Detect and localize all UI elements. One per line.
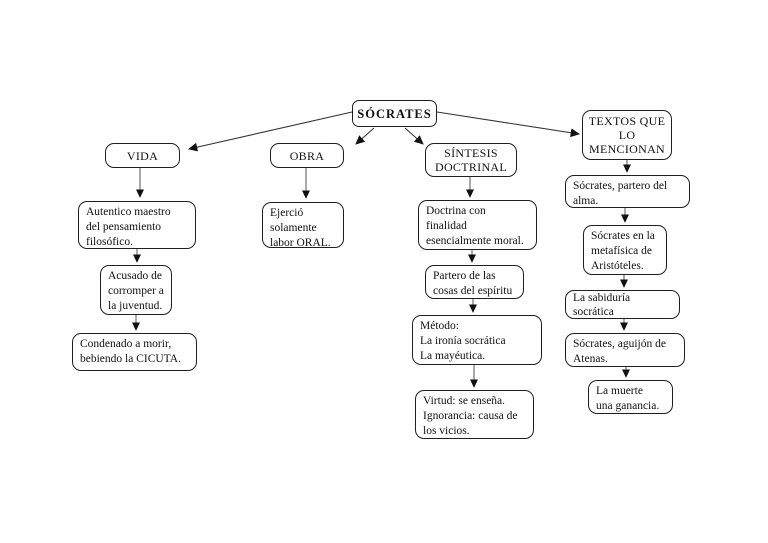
- node-label: Acusado de corromper a la juventud.: [108, 270, 164, 312]
- node-partero-espiritu: Partero de las cosas del espíritu: [425, 265, 524, 299]
- node-metodo-ironia-mayeutica: Método: La ironía socrática La mayéutica…: [412, 315, 542, 365]
- node-label: Autentico maestro del pensamiento filosó…: [86, 206, 171, 248]
- node-muerte-ganancia: La muerte una ganancia.: [588, 380, 673, 414]
- node-label: Doctrina con finalidad esencialmente mor…: [426, 205, 524, 247]
- node-label: Método: La ironía socrática La mayéutica…: [420, 320, 506, 362]
- node-label: VIDA: [126, 148, 159, 163]
- node-doctrina-moral: Doctrina con finalidad esencialmente mor…: [418, 200, 537, 250]
- arrow-socrates-to-obra: [355, 127, 375, 145]
- node-acusado-corromper: Acusado de corromper a la juventud.: [100, 265, 172, 315]
- node-label: Partero de las cosas del espíritu: [433, 270, 513, 297]
- node-label: SÓCRATES: [357, 106, 432, 121]
- node-label: Ejerció solamente labor ORAL.: [270, 207, 331, 249]
- node-label: SÍNTESIS DOCTRINAL: [434, 146, 508, 174]
- arrow-socrates-to-textos: [436, 111, 580, 138]
- node-vida: VIDA: [105, 143, 180, 168]
- node-socrates: SÓCRATES: [352, 100, 437, 127]
- arrow-socrates-to-sintesis: [404, 127, 424, 145]
- node-label: La sabiduría socrática: [573, 292, 631, 318]
- node-textos-que-lo-mencionan: TEXTOS QUE LO MENCIONAN: [582, 110, 672, 160]
- node-label: Sócrates en la metafísica de Aristóteles…: [591, 230, 655, 272]
- node-partero-del-alma: Sócrates, partero del alma.: [565, 175, 690, 208]
- arrow-socrates-to-vida: [188, 111, 353, 152]
- node-ejercio-labor-oral: Ejerció solamente labor ORAL.: [262, 202, 344, 249]
- node-label: TEXTOS QUE LO MENCIONAN: [588, 114, 666, 156]
- node-label: Condenado a morir, bebiendo la CICUTA.: [80, 338, 181, 365]
- node-label: OBRA: [289, 148, 325, 163]
- node-sintesis-doctrinal: SÍNTESIS DOCTRINAL: [425, 143, 517, 177]
- node-aguijon-de-atenas: Sócrates, aguijón de Atenas.: [565, 333, 685, 367]
- node-condenado-cicuta: Condenado a morir, bebiendo la CICUTA.: [72, 333, 197, 371]
- node-label: Sócrates, partero del alma.: [573, 180, 668, 207]
- node-autentico-maestro: Autentico maestro del pensamiento filosó…: [78, 201, 196, 249]
- node-label: Sócrates, aguijón de Atenas.: [573, 338, 666, 365]
- node-obra: OBRA: [270, 143, 344, 168]
- node-label: Virtud: se enseña. Ignorancia: causa de …: [423, 395, 518, 437]
- node-virtud-ignorancia: Virtud: se enseña. Ignorancia: causa de …: [415, 390, 534, 439]
- node-sabiduria-socratica: La sabiduría socrática: [565, 290, 680, 319]
- node-metafisica-aristoteles: Sócrates en la metafísica de Aristóteles…: [583, 225, 667, 275]
- node-label: La muerte una ganancia.: [596, 385, 660, 412]
